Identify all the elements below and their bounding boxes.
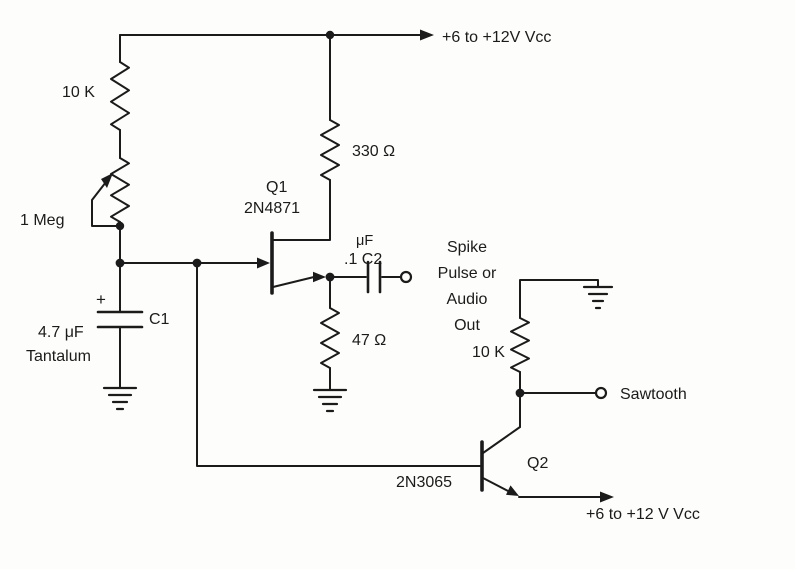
top-vcc-label: +6 to +12V Vcc bbox=[442, 29, 551, 46]
q1-base1-wire bbox=[272, 276, 315, 288]
potentiometer-label: 1 Meg bbox=[20, 212, 64, 229]
c1-polarity-mark: + bbox=[96, 290, 106, 309]
spike-output-label-3: Audio bbox=[447, 291, 488, 308]
sawtooth-terminal bbox=[594, 386, 608, 400]
potentiometer-1meg bbox=[110, 157, 130, 223]
resistor-330-label: 330 Ω bbox=[352, 143, 395, 160]
q2-name-label: Q2 bbox=[527, 455, 548, 472]
c2-value-label: .1 C2 bbox=[344, 251, 382, 268]
c2-unit-label: μF bbox=[356, 233, 373, 249]
resistor-330 bbox=[320, 119, 340, 181]
resistor-10k-top-label: 10 K bbox=[62, 84, 95, 101]
arrowhead-right-icon bbox=[600, 491, 614, 503]
transistor-q1-ujt: Q1 2N4871 bbox=[119, 179, 335, 295]
transistor-q2: Q2 2N3065 bbox=[396, 426, 548, 496]
base1-branch: 47 Ω bbox=[312, 276, 386, 413]
resistor-10k-load-label: 10 K bbox=[472, 344, 505, 361]
emitter-arrowhead-icon bbox=[257, 257, 270, 269]
bottom-vcc-label: +6 to +12 V Vcc bbox=[586, 506, 700, 523]
resistor-10k-load bbox=[510, 317, 530, 373]
sawtooth-label: Sawtooth bbox=[620, 386, 687, 403]
q1-name-label: Q1 bbox=[266, 179, 287, 196]
wiper-arrowhead-icon bbox=[101, 173, 113, 188]
resistor-47 bbox=[320, 307, 340, 369]
base1-arrowhead-icon bbox=[313, 271, 326, 283]
c1-value-label: 4.7 μF bbox=[38, 324, 84, 341]
resistor-47-label: 47 Ω bbox=[352, 332, 386, 349]
q2-emitter-wire bbox=[482, 477, 511, 493]
feedback-wire bbox=[196, 262, 481, 467]
spike-output-label-1: Spike bbox=[447, 239, 487, 256]
spike-output-label-4: Out bbox=[454, 317, 480, 334]
base2-branch: 330 Ω bbox=[272, 34, 395, 241]
output-terminal bbox=[399, 270, 413, 284]
arrowhead-right-icon bbox=[420, 29, 434, 41]
resistor-10k-top bbox=[110, 61, 130, 131]
wire bbox=[272, 179, 331, 241]
wire bbox=[519, 279, 599, 319]
spike-output-label-2: Pulse or bbox=[438, 265, 497, 282]
ground-symbol bbox=[582, 285, 614, 310]
wire bbox=[196, 262, 481, 467]
q2-collector-wire bbox=[482, 426, 521, 454]
c1-type-label: Tantalum bbox=[26, 348, 91, 365]
ground-symbol bbox=[102, 386, 138, 411]
ground-symbol bbox=[312, 388, 348, 413]
q1-part-label: 2N4871 bbox=[244, 200, 300, 217]
top-vcc-rail: +6 to +12V Vcc bbox=[119, 29, 551, 46]
q2-part-label: 2N3065 bbox=[396, 474, 452, 491]
charge-branch: 10 K 1 Meg + C1 4.7 μF Tantalum bbox=[20, 34, 170, 411]
potentiometer-wiper bbox=[91, 181, 121, 227]
c1-name-label: C1 bbox=[149, 311, 170, 328]
sawtooth-branch: 10 K Sawtooth bbox=[472, 279, 687, 428]
q2-emitter-arrowhead-icon bbox=[506, 485, 519, 496]
spike-output-branch: μF .1 C2 Spike Pulse or Audio Out bbox=[329, 233, 497, 334]
bottom-vcc-rail: +6 to +12 V Vcc bbox=[518, 491, 700, 523]
